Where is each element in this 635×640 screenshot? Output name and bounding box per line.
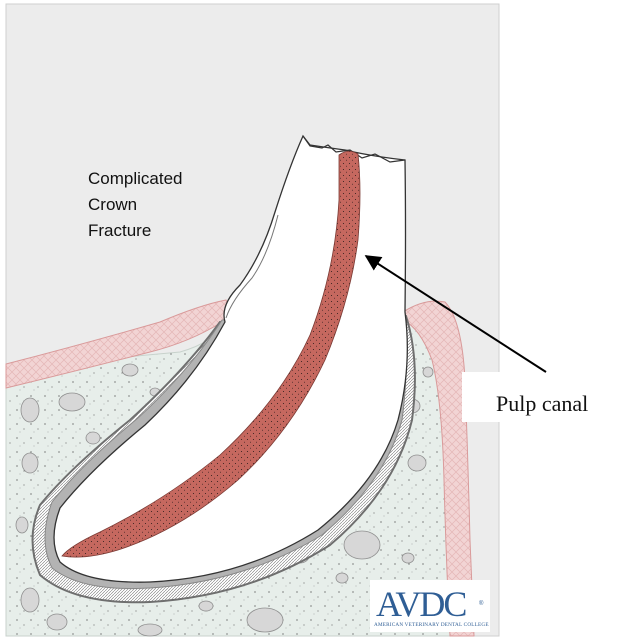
logo-name: AMERICAN VETERINARY DENTAL COLLEGE [374,622,489,628]
pulp-canal-label: Pulp canal [496,391,588,416]
title-line-2: Crown [88,195,137,214]
logo-mark: AVDC [376,584,466,624]
logo-trademark: ® [479,600,484,607]
title-line-3: Fracture [88,221,151,240]
title-line-1: Complicated [88,169,183,188]
avdc-logo: AVDC AMERICAN VETERINARY DENTAL COLLEGE … [370,580,490,632]
